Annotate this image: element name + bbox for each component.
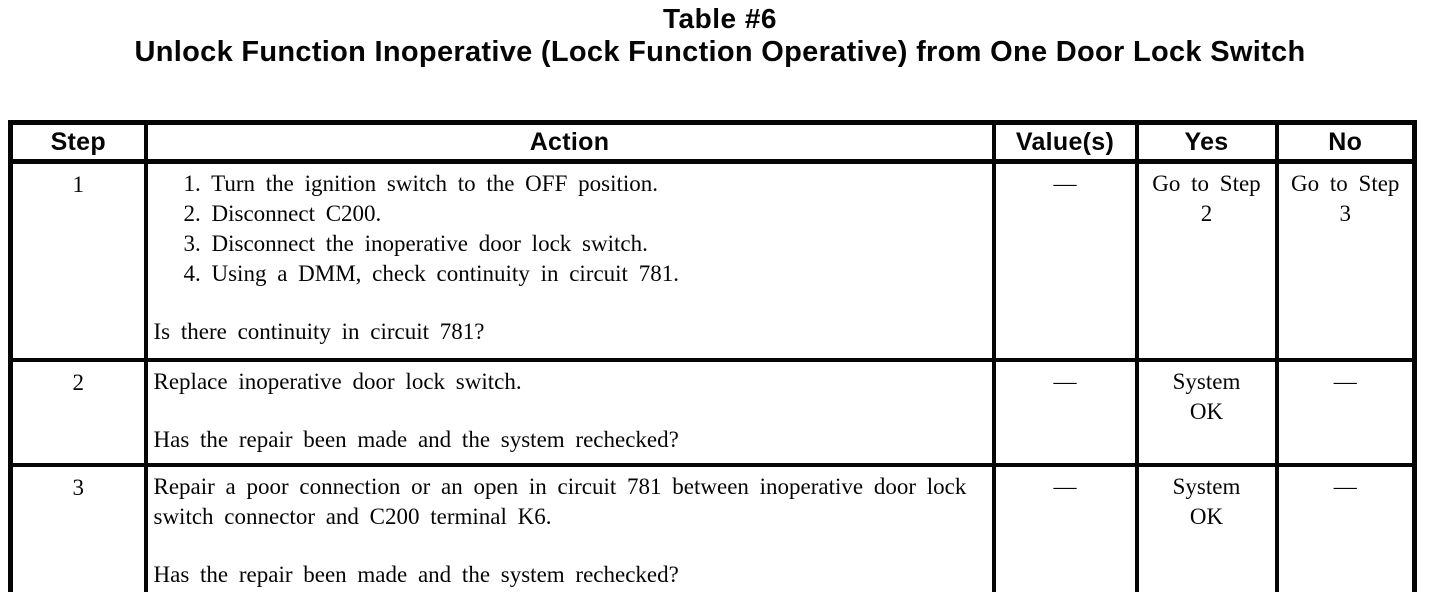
diagnostic-table: Step Action Value(s) Yes No 1 1. Turn th… [8, 120, 1417, 592]
action-step-line: 4. Using a DMM, check continuity in circ… [183, 261, 679, 286]
yes-line: 2 [1200, 201, 1213, 226]
yes-line: System [1172, 369, 1241, 394]
yes-cell: System OK [1134, 358, 1279, 467]
header-cell-step: Step [8, 120, 148, 164]
yes-line: OK [1189, 399, 1224, 424]
action-text: Repair a poor connection or an open in c… [153, 474, 967, 529]
action-cell: Repair a poor connection or an open in c… [143, 463, 996, 592]
yes-line: OK [1189, 504, 1224, 529]
action-steps: 1. Turn the ignition switch to the OFF p… [184, 169, 986, 289]
table-header-row: Step Action Value(s) Yes No [8, 120, 1417, 164]
action-step-line: 1. Turn the ignition switch to the OFF p… [183, 171, 659, 196]
header-cell-values: Value(s) [991, 120, 1139, 164]
values-cell: — [991, 463, 1139, 592]
action-question: Has the repair been made and the system … [153, 427, 679, 452]
yes-cell: Go to Step 2 [1134, 159, 1279, 362]
no-cell: — [1274, 463, 1417, 592]
header-cell-action: Action [143, 120, 996, 164]
action-step-line: 2. Disconnect C200. [183, 201, 382, 226]
step-cell: 3 [8, 463, 148, 592]
yes-cell: System OK [1134, 463, 1279, 592]
no-cell: Go to Step 3 [1274, 159, 1417, 362]
step-cell: 1 [8, 159, 148, 362]
action-question: Has the repair been made and the system … [153, 562, 679, 587]
no-cell: — [1274, 358, 1417, 467]
header-cell-no: No [1274, 120, 1417, 164]
no-line: — [1333, 369, 1357, 394]
table-row: 1 1. Turn the ignition switch to the OFF… [8, 159, 1417, 362]
yes-line: System [1172, 474, 1241, 499]
table-row: 2 Replace inoperative door lock switch. … [8, 358, 1417, 467]
no-line: Go to Step [1291, 171, 1400, 196]
doc-subtitle: Unlock Function Inoperative (Lock Functi… [134, 36, 1306, 68]
action-cell: 1. Turn the ignition switch to the OFF p… [143, 159, 996, 362]
values-cell: — [991, 358, 1139, 467]
no-line: — [1333, 474, 1357, 499]
doc-title: Table #6 [663, 3, 777, 34]
action-step-line: 3. Disconnect the inoperative door lock … [183, 231, 648, 256]
header-cell-yes: Yes [1134, 120, 1279, 164]
action-text: Replace inoperative door lock switch. [153, 369, 522, 394]
no-line: 3 [1339, 201, 1352, 226]
values-cell: — [991, 159, 1139, 362]
yes-line: Go to Step [1152, 171, 1261, 196]
action-cell: Replace inoperative door lock switch. Ha… [143, 358, 996, 467]
step-cell: 2 [8, 358, 148, 467]
table-row: 3 Repair a poor connection or an open in… [8, 463, 1417, 592]
action-question: Is there continuity in circuit 781? [153, 319, 485, 344]
